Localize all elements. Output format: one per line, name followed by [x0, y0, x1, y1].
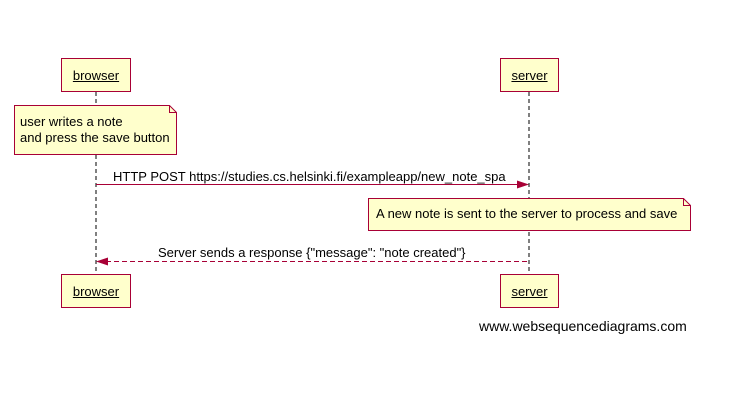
post-message-label: HTTP POST https://studies.cs.helsinki.fi… [113, 169, 506, 184]
server-participant-top: server [500, 58, 559, 92]
browser-participant-label: browser [72, 283, 120, 299]
browser-note-shape [14, 105, 177, 155]
response-arrow-head [96, 257, 108, 266]
response-message-label: Server sends a response {"message": "not… [158, 245, 466, 260]
browser-participant-top: browser [61, 58, 131, 92]
browser-note: user writes a note and press the save bu… [14, 105, 177, 155]
server-note-line1: A new note is sent to the server to proc… [376, 206, 678, 221]
browser-note-line2: and press the save button [20, 130, 170, 145]
server-note: A new note is sent to the server to proc… [368, 198, 691, 231]
browser-note-line1: user writes a note [20, 114, 123, 129]
post-arrow-head [517, 180, 529, 189]
browser-participant-bottom: browser [61, 274, 131, 308]
server-participant-bottom: server [500, 274, 559, 308]
server-note-shape [368, 198, 691, 231]
browser-note-fold [169, 105, 177, 113]
server-participant-label: server [511, 283, 548, 299]
server-participant-label: server [511, 67, 548, 83]
watermark-link[interactable]: www.websequencediagrams.com [479, 318, 687, 334]
browser-participant-label: browser [72, 67, 120, 83]
server-note-fold [683, 198, 691, 206]
